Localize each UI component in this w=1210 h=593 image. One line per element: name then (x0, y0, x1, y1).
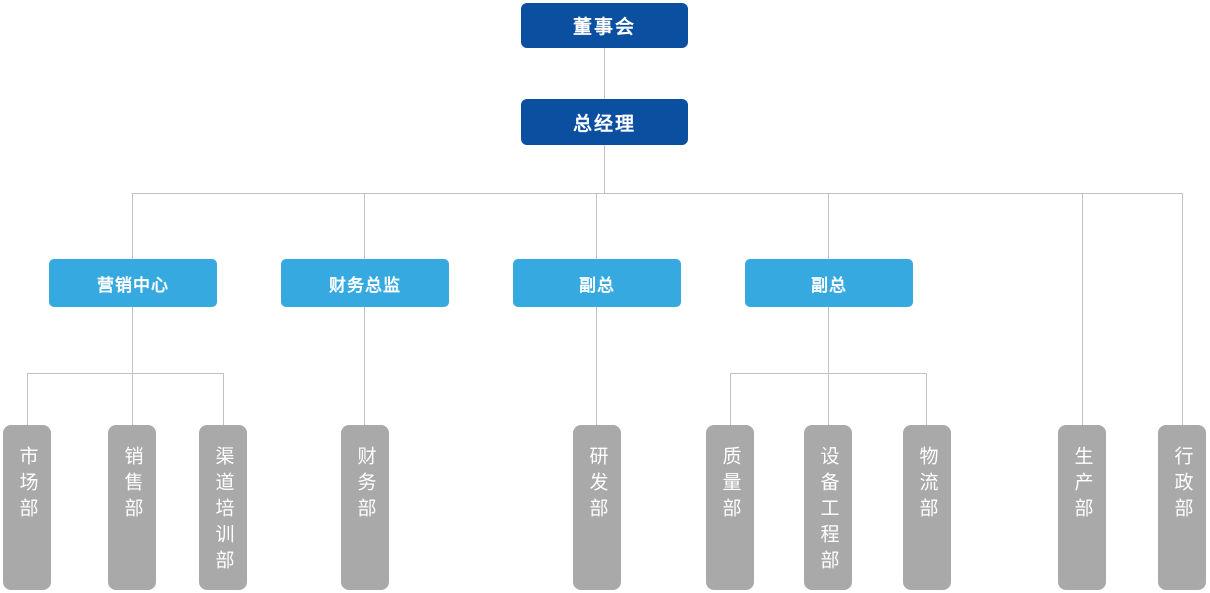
node-dept-channel-training-label: 渠道培训部 (212, 446, 234, 576)
node-vp-2: 副总 (745, 259, 913, 307)
connector-line-drop-marketing (132, 193, 133, 259)
connector-line-gm-bar (604, 145, 605, 194)
connector-line-board-gm (604, 48, 605, 99)
node-dept-market: 市场部 (3, 425, 51, 590)
connector-line-drop-admin (1182, 193, 1183, 425)
connector-line-drop-quality-dept (730, 373, 731, 425)
node-dept-quality: 质量部 (706, 425, 754, 590)
node-dept-rd: 研发部 (573, 425, 621, 590)
connector-line-drop-finance-dept (364, 307, 365, 425)
node-dept-equipment-engineering: 设备工程部 (804, 425, 852, 590)
connector-line-drop-vp1 (596, 193, 597, 259)
connector-main-bar (133, 193, 1183, 194)
node-dept-rd-label: 研发部 (586, 446, 608, 524)
node-vp-1-label: 副总 (579, 275, 615, 295)
connector-line-drop-logistics-dept (926, 373, 927, 425)
node-general-manager: 总经理 (521, 99, 688, 145)
node-dept-equipment-engineering-label: 设备工程部 (817, 446, 839, 576)
node-marketing-center: 营销中心 (49, 259, 217, 307)
connector-line-drop-market-dept (27, 373, 28, 425)
connector-line-vp2-bar (828, 307, 829, 373)
connector-marketing-bar (27, 373, 224, 374)
node-dept-admin: 行政部 (1158, 425, 1206, 590)
node-dept-production: 生产部 (1058, 425, 1106, 590)
node-dept-production-label: 生产部 (1071, 446, 1093, 524)
connector-line-drop-rd-dept (596, 307, 597, 425)
connector-line-drop-channel-dept (223, 373, 224, 425)
node-dept-logistics: 物流部 (903, 425, 951, 590)
node-marketing-center-label: 营销中心 (97, 275, 169, 295)
node-dept-channel-training: 渠道培训部 (199, 425, 247, 590)
node-vp-2-label: 副总 (811, 275, 847, 295)
node-cfo-label: 财务总监 (329, 275, 401, 295)
connector-line-drop-sales-dept (132, 373, 133, 425)
connector-line-drop-equipment-dept (828, 373, 829, 425)
connector-line-drop-production (1082, 193, 1083, 425)
node-dept-logistics-label: 物流部 (916, 446, 938, 524)
node-general-manager-label: 总经理 (572, 113, 636, 135)
connector-line-drop-vp2 (828, 193, 829, 259)
node-dept-sales-label: 销售部 (121, 446, 143, 524)
node-dept-market-label: 市场部 (16, 446, 38, 524)
connector-line-marketing-bar (132, 307, 133, 373)
node-vp-1: 副总 (513, 259, 681, 307)
node-dept-finance-label: 财务部 (354, 446, 376, 524)
node-cfo: 财务总监 (281, 259, 449, 307)
node-dept-sales: 销售部 (108, 425, 156, 590)
node-dept-finance: 财务部 (341, 425, 389, 590)
node-board: 董事会 (521, 3, 688, 48)
node-dept-quality-label: 质量部 (719, 446, 741, 524)
node-dept-admin-label: 行政部 (1171, 446, 1193, 524)
connector-line-drop-cfo (364, 193, 365, 259)
node-board-label: 董事会 (572, 17, 636, 38)
